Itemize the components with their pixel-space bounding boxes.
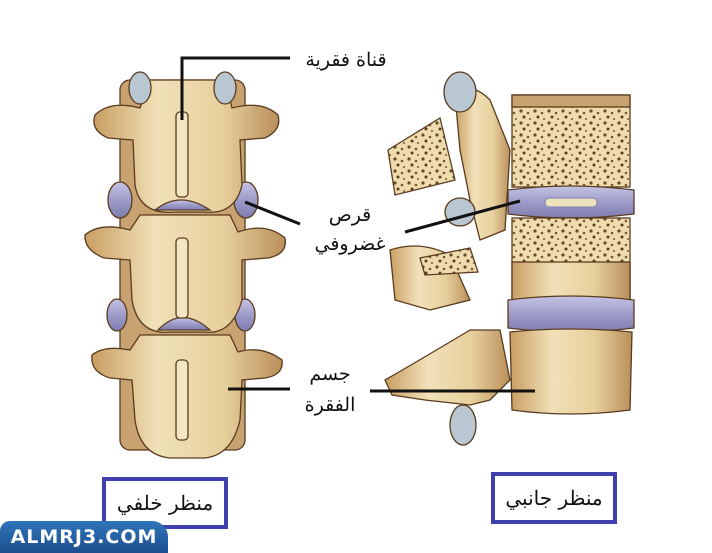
caption-lateral-text: منظر جانبي xyxy=(505,486,603,510)
watermark-logo: ALMRJ3.COM xyxy=(0,521,168,553)
disc-leader-posterior xyxy=(244,200,301,226)
spinal-canal-leader xyxy=(180,56,290,120)
caption-lateral-view: منظر جانبي xyxy=(491,472,617,524)
label-disc-line1: قرص xyxy=(328,204,372,226)
label-disc-line2: غضروفي xyxy=(314,233,386,255)
leader-lines xyxy=(180,56,535,393)
caption-posterior-view: منظر خلفي xyxy=(102,477,228,529)
posterior-view-illustration xyxy=(84,71,287,459)
watermark-text: ALMRJ3.COM xyxy=(10,526,158,548)
disc-leader-lateral xyxy=(404,199,521,234)
label-spinal-canal: قناة فقرية xyxy=(305,49,387,71)
label-body-line2: الفقرة xyxy=(304,394,356,416)
caption-posterior-text: منظر خلفي xyxy=(116,491,214,515)
label-body-line1: جسم xyxy=(309,363,351,385)
lateral-view-illustration xyxy=(384,71,635,446)
